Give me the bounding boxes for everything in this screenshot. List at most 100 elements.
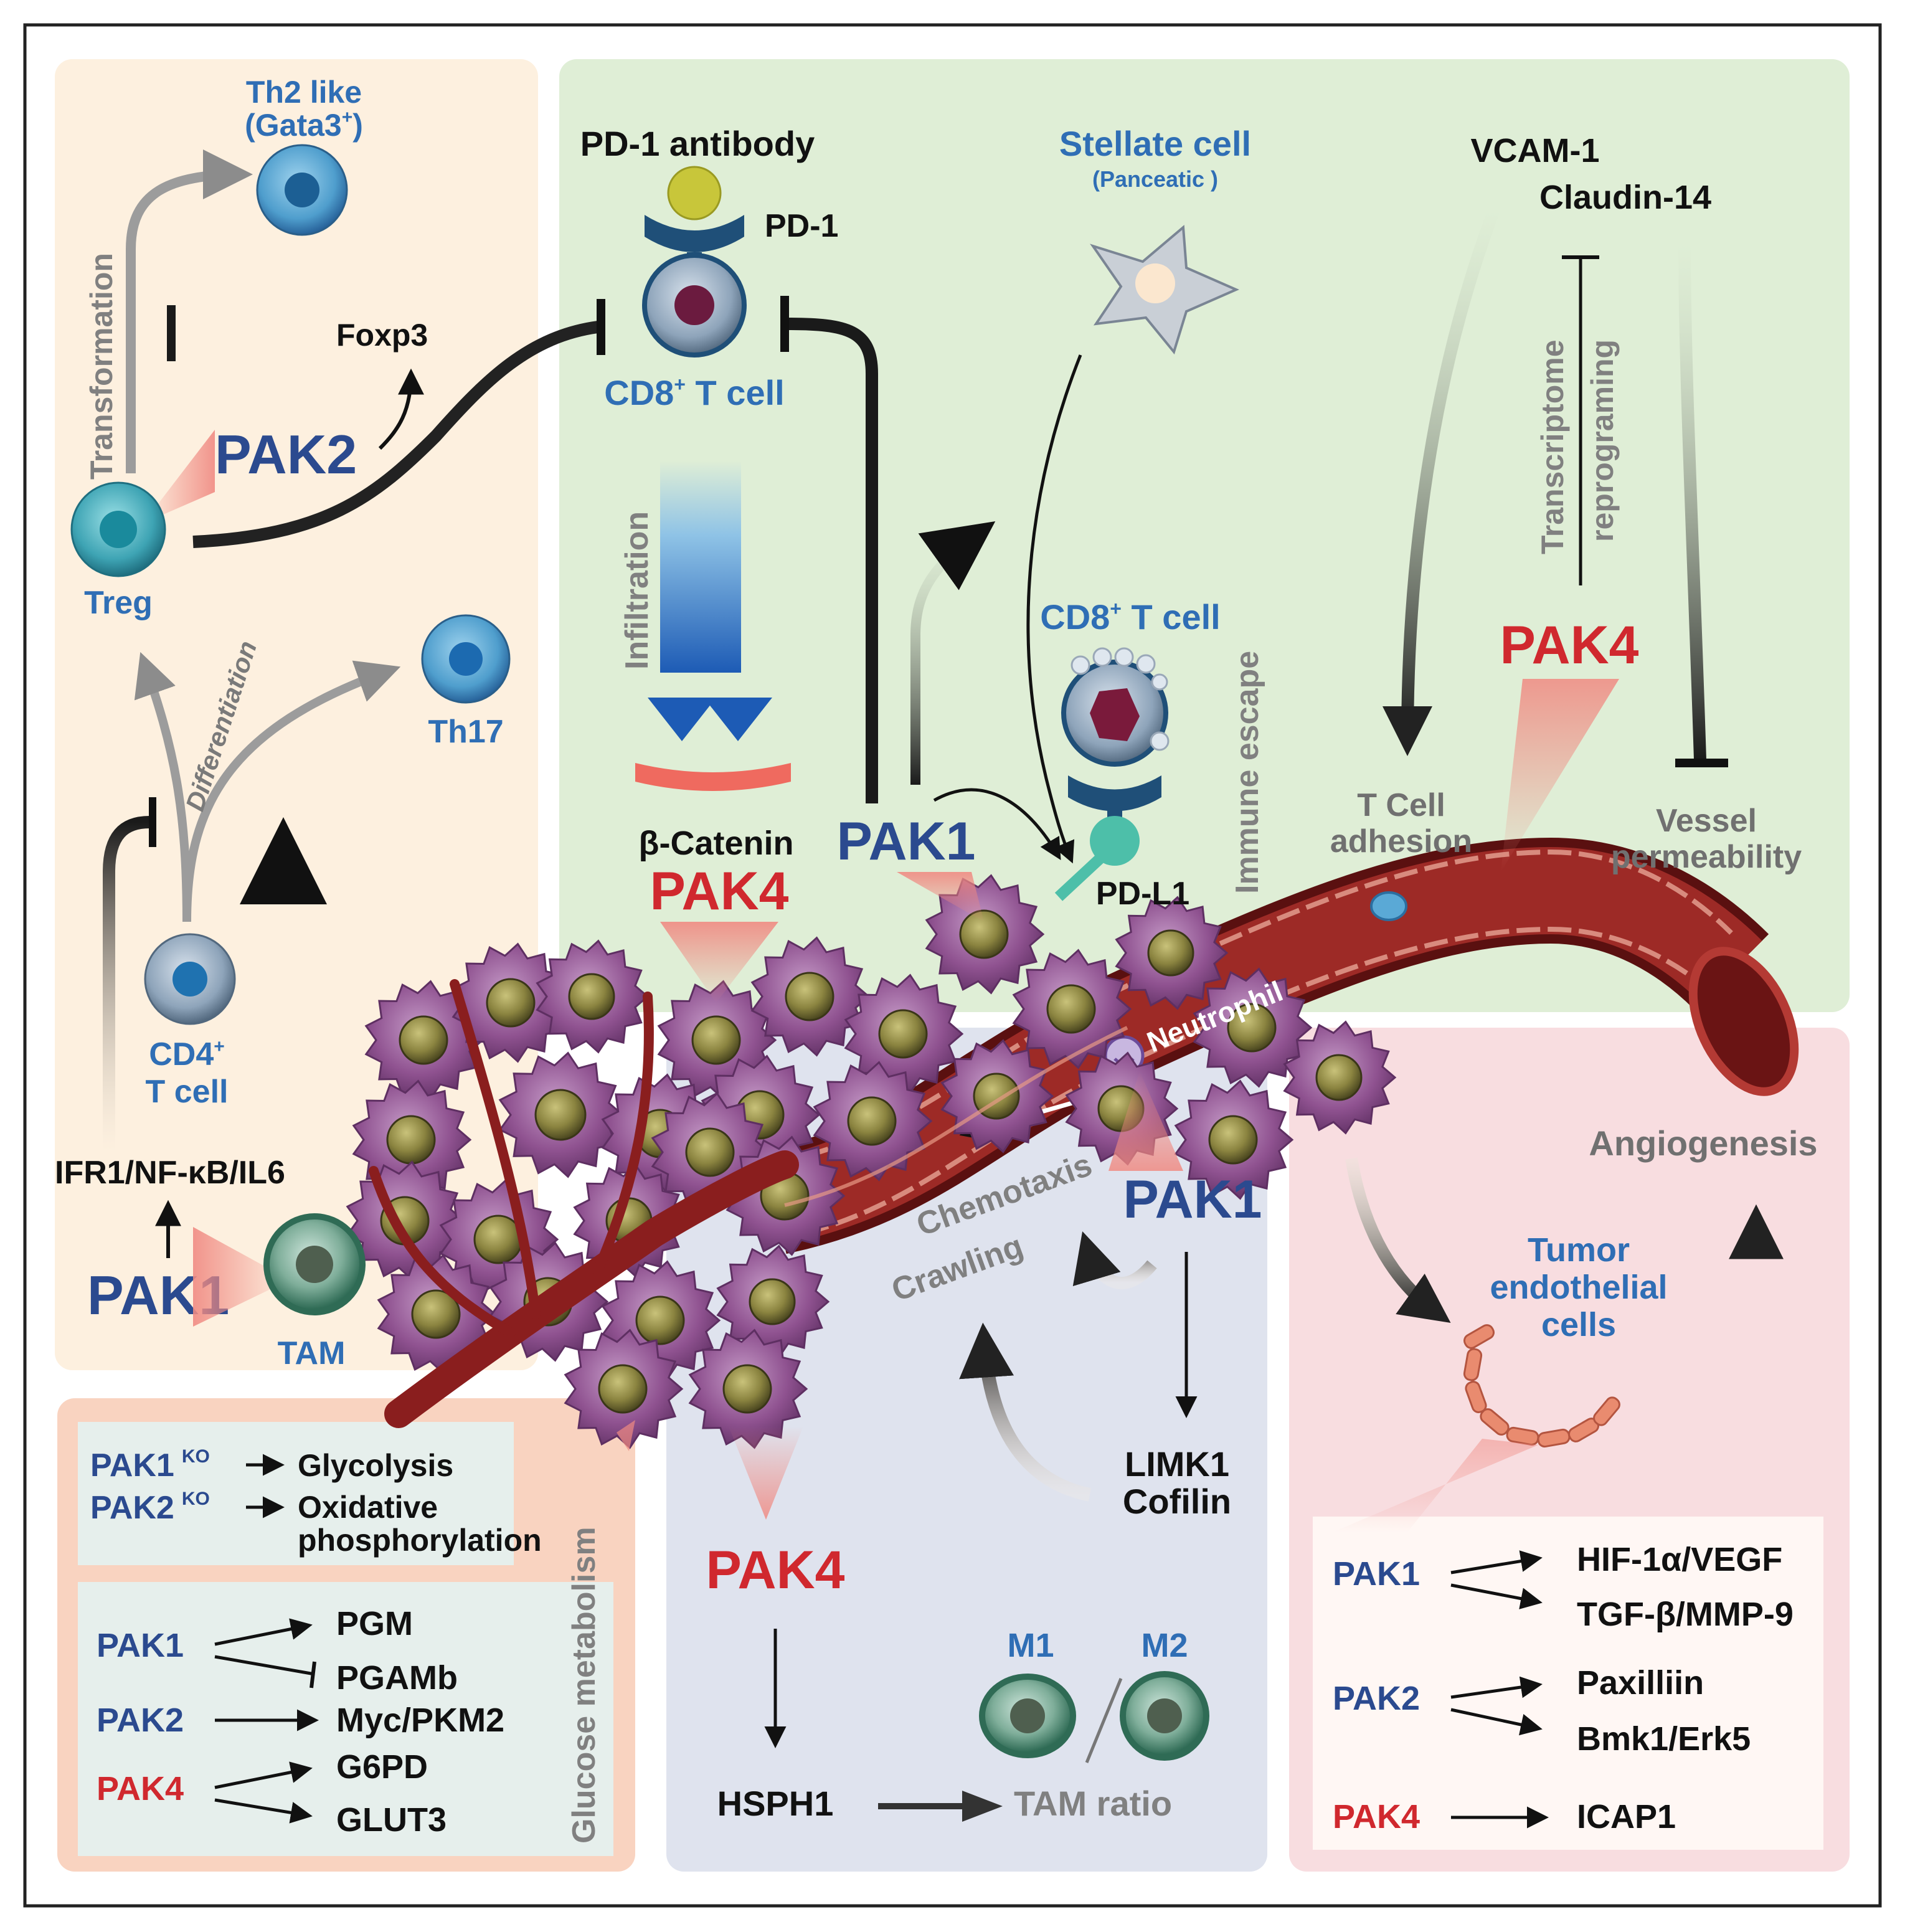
tumor-cell [451,942,572,1063]
th2-label-1: Th2 like [246,75,362,110]
pdl1-label: PD-L1 [1096,876,1189,912]
tcell-adhesion-label-1: T Cell [1357,787,1445,823]
ko-oxidative: Oxidative [298,1490,438,1525]
transformation-label: Transformation [84,253,119,480]
blood-vessel [763,837,1799,1254]
glc-pak4: PAK4 [97,1770,184,1807]
tam-cell [263,1213,366,1315]
immune-panel: PD-1 antibody PD-1 CD8+ T cell Infiltrat… [580,124,1287,1058]
tumor-cell [377,1254,497,1375]
tam-label: TAM [278,1335,346,1371]
glc-pak2: PAK2 [97,1702,184,1739]
pak1-to-pdl1-arrow [933,788,1061,861]
vascular-panel: VCAM-1 Claudin-14 Transcriptome reprogra… [1330,132,1802,875]
tumor-branch-vessel-2 [369,979,654,1338]
diff-arrow-th17 [182,660,401,922]
th2-label-2: (Gata3+) [245,107,363,143]
pak4-immune-pointer [660,922,778,1003]
glc-glut3: GLUT3 [336,1801,447,1839]
pak2-to-foxp3-arrow [378,368,424,450]
vcam-arrow [1383,206,1501,756]
angio-icap1: ICAP1 [1577,1798,1676,1835]
tumor-cell [536,939,650,1054]
angio-panel: Angiogenesis Tumor endothelial cells PAK… [1333,1124,1818,1835]
pak1-treg-pointer [193,1227,290,1327]
stellate-label: Stellate cell [1059,124,1251,163]
m2-cell [1120,1671,1209,1761]
pak1-immune-label: PAK1 [836,812,975,871]
pak2-pointer [143,430,215,523]
tumor-endo-label-1: Tumor [1528,1231,1630,1269]
endothelial-ring [1463,1324,1620,1448]
m2-label: M2 [1141,1627,1188,1664]
glc-pgamb: PGAMb [336,1659,458,1697]
foxp3-label: Foxp3 [336,318,428,353]
infiltration-label: Infiltration [619,511,655,670]
glc-pak1: PAK1 [97,1627,184,1664]
glc-g6pd: G6PD [336,1748,428,1786]
transformation-arrow [126,149,253,473]
cd8-label: CD8+ T cell [604,373,784,412]
vessel-to-endo-arrow [1345,1157,1451,1323]
pak1-neutro-pointer [1108,1071,1183,1171]
tumor-branch-vessel [384,1150,799,1428]
beta-catenin-label: β-Catenin [639,825,794,862]
pdl1-ligand [1090,816,1140,866]
endo-pointer [1333,1439,1538,1532]
vessel-perm-label-1: Vessel [1656,803,1757,839]
angio-pak2: PAK2 [1333,1680,1420,1717]
angio-pak4: PAK4 [1333,1798,1420,1835]
limk1-crawling-arrow [959,1322,1092,1502]
cd8-b-granules [1071,647,1170,751]
m1-cell [979,1674,1076,1758]
claudin-label: Claudin-14 [1539,179,1711,216]
pak4-tam-label: PAK4 [706,1540,844,1600]
ko-glycolysis: Glycolysis [298,1448,453,1483]
hsph1-to-tam-arrow [878,1791,1003,1822]
pak1-neutro-label: PAK1 [1123,1170,1262,1229]
glucose-ko-box [78,1422,514,1565]
tumor-cell [564,1328,684,1449]
tumor-endo-label-2: endothelial [1490,1269,1667,1306]
vessel-perm-label-2: permeability [1611,839,1802,875]
glucose-title: Glucose metabolism [566,1527,602,1844]
glc-pgm: PGM [336,1605,413,1642]
tumor-cell [498,1051,625,1178]
tumor-cell [1283,1020,1397,1135]
tumor-cell [1174,1079,1294,1200]
tumor-cell [688,1328,808,1449]
cd4-label-2: T cell [146,1074,229,1110]
glc-myc: Myc/PKM2 [336,1702,504,1739]
angio-paxillin: Paxilliin [1577,1664,1704,1702]
glucose-rows-box [78,1582,613,1856]
infiltration-arrow-left [648,698,716,741]
immune-escape-label: Immune escape [1229,651,1265,894]
cofilin-label: Cofilin [1123,1482,1231,1521]
pak4-tam-pointer [729,1426,803,1520]
panceatic-label: (Panceatic ) [1092,166,1218,192]
pak4-vascular-pointer [1501,679,1619,872]
tumor-cell [750,936,871,1057]
angiogenesis-label: Angiogenesis [1589,1124,1817,1163]
tumor-cell [364,980,485,1101]
stellate-to-pdl1-arrow [1026,354,1082,864]
hsph1-label: HSPH1 [717,1784,834,1823]
beta-catenin-inhibit [635,763,791,791]
angio-tgf: TGF-β/MMP-9 [1577,1596,1794,1633]
pd1-receptor [645,215,744,252]
infiltration-shaft [660,461,741,673]
pd1-antibody [667,166,722,220]
tumor-cell [844,973,964,1094]
infiltration-arrow-right [704,698,772,741]
tumor-cell [813,1061,933,1181]
tumor-cell [1193,967,1313,1088]
pak1-immune-pointer [897,872,984,922]
ko-phosphorylation: phosphorylation [298,1523,542,1558]
ifr-inhibit-diff [103,816,150,1152]
angio-bmk1: Bmk1/Erk5 [1577,1720,1751,1758]
pak2-label: PAK2 [215,424,357,485]
cd4-label-1: CD4+ [149,1036,225,1073]
